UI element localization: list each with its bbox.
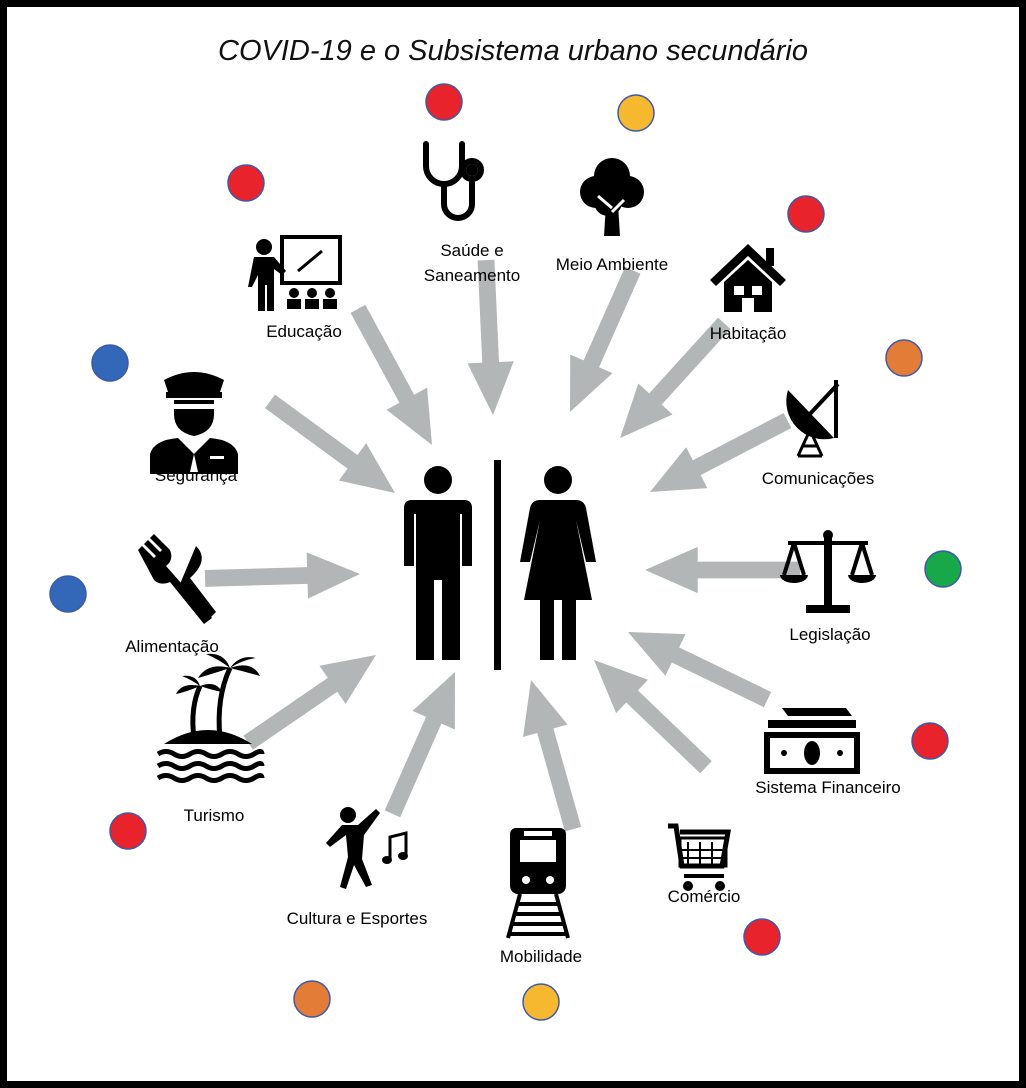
arrow-cultura-esportes: [371, 662, 477, 824]
fork-knife-icon: [138, 534, 216, 624]
center-people-icon: [404, 460, 596, 670]
label-comercio: Comércio: [668, 887, 741, 906]
arrow-legislacao: [645, 546, 800, 594]
sector-saude: Saúde e Saneamento: [424, 83, 520, 285]
arrow-alimentacao: [204, 550, 361, 602]
arrow-seguranca: [256, 382, 409, 512]
sector-sistema-financeiro: Sistema Financeiro: [755, 708, 949, 797]
label-educacao: Educação: [266, 322, 342, 341]
label-legislacao: Legislação: [789, 625, 870, 644]
label-mobilidade: Mobilidade: [500, 947, 582, 966]
money-icon: [764, 708, 860, 774]
sector-meio-ambiente: Meio Ambiente: [556, 94, 668, 274]
sector-habitacao: Habitação: [710, 195, 825, 343]
status-dot-legislacao: [924, 550, 962, 588]
status-dot-saude: [425, 83, 463, 121]
status-dot-comunicacoes: [885, 339, 923, 377]
sector-cultura-esportes: Cultura e Esportes: [287, 805, 428, 1018]
label-cultura-esportes: Cultura e Esportes: [287, 909, 428, 928]
status-dot-habitacao: [787, 195, 825, 233]
satellite-dish-icon: [784, 378, 840, 458]
sector-comunicacoes: Comunicações: [762, 339, 923, 488]
tree-icon: [578, 156, 646, 238]
stethoscope-icon: [426, 144, 481, 218]
label-saude-line-1: Saúde e: [440, 241, 503, 260]
label-alimentacao: Alimentação: [125, 637, 219, 656]
status-dot-sistema-financeiro: [911, 722, 949, 760]
status-dot-comercio: [743, 918, 781, 956]
house-icon: [710, 244, 786, 312]
status-dot-turismo: [109, 812, 147, 850]
label-turismo: Turismo: [184, 806, 245, 825]
train-icon: [506, 826, 570, 940]
label-meio-ambiente: Meio Ambiente: [556, 255, 668, 274]
status-dot-meio-ambiente: [617, 94, 655, 132]
label-comunicacoes: Comunicações: [762, 469, 874, 488]
status-dot-seguranca: [91, 344, 129, 382]
dancer-icon: [324, 805, 410, 891]
label-sistema-financeiro: Sistema Financeiro: [755, 778, 901, 797]
diagram-title: COVID-19 e o Subsistema urbano secundári…: [218, 35, 808, 67]
arrow-educacao: [337, 297, 453, 457]
sector-legislacao: Legislação: [778, 528, 962, 644]
teacher-icon: [246, 235, 342, 313]
sectors-layer: Educação Saúde e Saneamento Meio AmbienteHa…: [49, 83, 962, 1021]
status-dot-educacao: [227, 164, 265, 202]
sector-mobilidade: Mobilidade: [500, 826, 582, 1021]
arrow-mobilidade: [508, 673, 596, 836]
sector-comercio: Comércio: [668, 826, 781, 956]
arrows-layer: [204, 259, 800, 836]
sector-alimentacao: Alimentação: [49, 534, 219, 656]
sector-turismo: Turismo: [109, 654, 262, 850]
label-seguranca: Segurança: [155, 466, 238, 485]
shopping-cart-icon: [668, 826, 728, 891]
status-dot-mobilidade: [522, 983, 560, 1021]
label-habitacao: Habitação: [710, 324, 787, 343]
sector-seguranca: Segurança: [91, 344, 238, 485]
status-dot-cultura-esportes: [293, 980, 331, 1018]
status-dot-alimentacao: [49, 575, 87, 613]
label-saude-line-2: Saneamento: [424, 266, 520, 285]
palm-island-icon: [158, 654, 262, 781]
police-officer-icon: [150, 372, 238, 474]
sector-educacao: Educação: [227, 164, 342, 341]
arrow-turismo: [235, 635, 390, 762]
